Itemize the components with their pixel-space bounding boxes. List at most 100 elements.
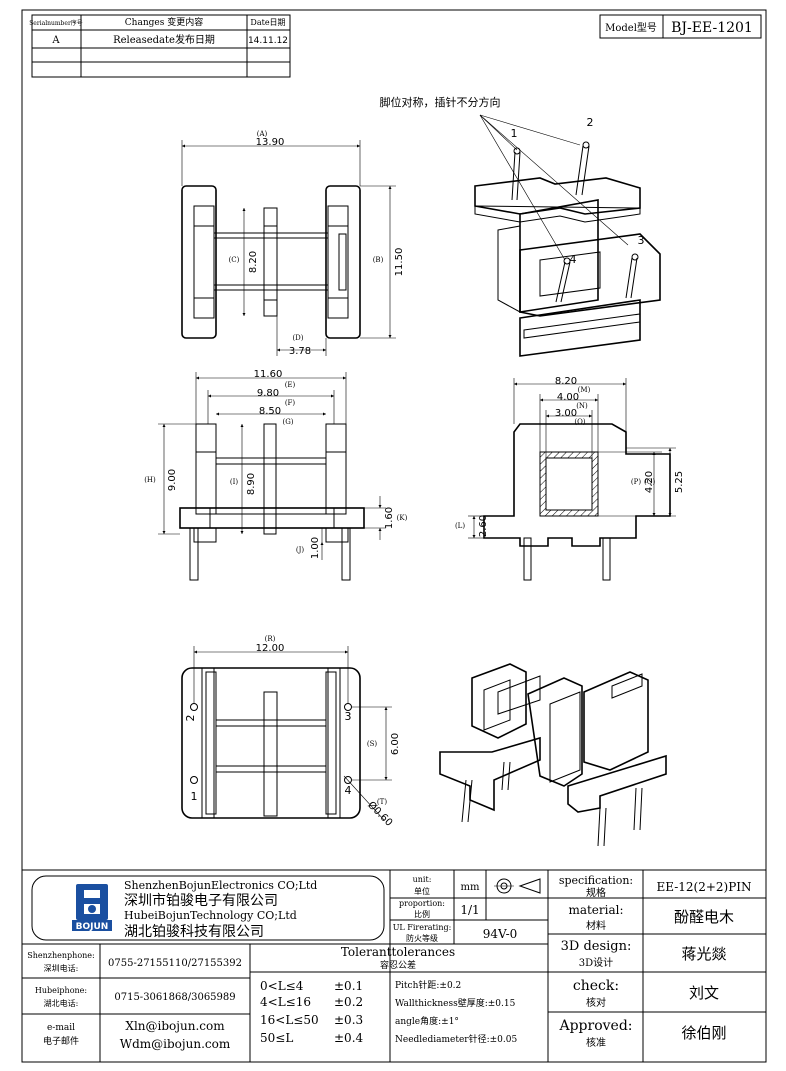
proportion-value: 1/1 xyxy=(460,903,479,917)
dim-5-25-value: 5.25 xyxy=(674,471,685,493)
specification-label: specification: xyxy=(559,874,633,887)
shenzhen-phone-label-cn: 深圳电话: xyxy=(44,963,79,973)
unit-label-cn: 单位 xyxy=(414,886,430,896)
bottom-pin-label-2: 2 xyxy=(184,715,197,722)
bojun-logo-icon xyxy=(72,884,112,931)
dim-T-tag: (T) xyxy=(377,798,387,806)
dim-I-value: 8.90 xyxy=(246,473,257,495)
dim-F-value: 9.80 xyxy=(257,388,279,399)
bottom-pin-label-4: 4 xyxy=(345,784,352,797)
tolerance-range-2: 4<L≤16 xyxy=(260,995,311,1009)
email-value-1: Xln@ibojun.com xyxy=(125,1019,225,1033)
dim-I-tag: (I) xyxy=(230,478,238,486)
company-cn-hubei: 湖北铂骏科技有限公司 xyxy=(124,924,264,940)
changes-row-changes: Releasedate发布日期 xyxy=(113,33,215,46)
design-value: 蒋光燚 xyxy=(681,945,726,963)
changes-header-serial: Serialnumber序号 xyxy=(29,19,83,27)
top-view xyxy=(181,185,361,339)
tolerance-range-1: 0<L≤4 xyxy=(260,979,304,993)
model-value: BJ-EE-1201 xyxy=(671,20,753,36)
dim-E-value: 11.60 xyxy=(254,369,283,380)
dim-A-value: 13.90 xyxy=(256,137,285,148)
dim-N-tag: (N) xyxy=(576,402,588,410)
tolerance-value-3: ±0.3 xyxy=(334,1013,363,1027)
bottom-view xyxy=(181,667,361,819)
title-block xyxy=(21,869,767,1063)
dim-B-value: 11.50 xyxy=(394,248,405,277)
dim-P-tag: (P) xyxy=(631,478,641,486)
wall-tolerance: Wallthickness壁厚度:±0.15 xyxy=(395,997,516,1009)
tolerance-title-cn: 容忍公差 xyxy=(380,959,416,971)
side-view xyxy=(483,423,671,581)
front-view xyxy=(179,423,365,581)
company-en-shenzhen: ShenzhenBojunElectronics CO;Ltd xyxy=(124,879,317,892)
dim-M-tag: (M) xyxy=(578,386,591,394)
email-value-2: Wdm@ibojun.com xyxy=(120,1037,231,1051)
shenzhen-phone-value: 0755-27155110/27155392 xyxy=(108,958,242,969)
model-label: Model型号 xyxy=(605,21,657,34)
iso-view-body xyxy=(439,663,667,847)
dim-A-tag: (A) xyxy=(257,130,268,138)
company-cn-shenzhen: 深圳市铂骏电子有限公司 xyxy=(124,892,278,909)
pitch-tolerance: Pitch针距:±0.2 xyxy=(395,979,461,991)
design-label-cn: 3D设计 xyxy=(579,956,613,969)
dim-S-tag: (S) xyxy=(367,740,378,748)
ul-label: UL Firerating: xyxy=(393,923,452,932)
pin-label-4: 4 xyxy=(570,253,577,266)
tolerance-value-1: ±0.1 xyxy=(334,979,363,993)
dim-L-tag: (L) xyxy=(455,522,465,530)
model-box: Model型号 BJ-EE-1201 xyxy=(599,14,762,39)
unit-label: unit: xyxy=(413,875,432,884)
material-value: 酚醛电木 xyxy=(674,908,734,926)
unit-value: mm xyxy=(461,882,480,893)
front-view-dims: 11.60 (E) 9.80 (F) 8.50 (G) (H) 9.00 (I)… xyxy=(144,369,408,560)
approved-value: 徐伯刚 xyxy=(681,1024,726,1042)
specification-label-cn: 规格 xyxy=(586,886,606,899)
bottom-pin-label-3: 3 xyxy=(345,710,352,723)
dim-O-tag: (O) xyxy=(574,418,585,426)
ul-value: 94V-0 xyxy=(483,927,518,941)
email-label-cn: 电子邮件 xyxy=(43,1035,79,1047)
dim-D-tag: (D) xyxy=(292,334,303,342)
dim-L-value: 2.60 xyxy=(478,515,489,537)
dim-K-tag: (K) xyxy=(397,514,408,522)
approved-label: Approved: xyxy=(558,1018,632,1034)
dim-D-value: 3.78 xyxy=(289,346,311,357)
needle-tolerance: Needlediameter针径:±0.05 xyxy=(395,1033,517,1045)
dim-Q-value: 4.20 xyxy=(644,471,655,493)
dim-N-value: 4.00 xyxy=(557,392,579,403)
logo-text: BOJUN xyxy=(76,922,109,932)
dim-H-value: 9.00 xyxy=(167,469,178,491)
tolerance-range-4: 50≤L xyxy=(260,1031,293,1045)
proportion-label: proportion: xyxy=(399,899,445,908)
material-label-cn: 材料 xyxy=(586,919,606,932)
proportion-label-cn: 比例 xyxy=(414,909,430,919)
approved-label-cn: 核准 xyxy=(586,1036,606,1049)
side-view-dims: 8.20 (M) 4.00 (N) 3.00 (O) (P) (Q) 4.20 … xyxy=(455,376,685,539)
top-view-dims: (A) 13.90 (B) 11.50 (C) 8.20 (D) 3.78 xyxy=(181,130,405,357)
dim-F-tag: (F) xyxy=(285,399,296,407)
material-label: material: xyxy=(568,903,623,917)
projection-symbol-icon xyxy=(494,878,541,894)
pin-note: 脚位对称，插针不分方向 xyxy=(380,95,501,109)
note-leaders xyxy=(479,114,629,261)
dim-E-tag: (E) xyxy=(285,381,296,389)
hubei-phone-value: 0715-3061868/3065989 xyxy=(114,992,235,1003)
dim-J-tag: (J) xyxy=(296,546,305,554)
check-value: 刘文 xyxy=(689,984,719,1002)
dim-B-tag: (B) xyxy=(373,256,384,264)
tolerance-value-2: ±0.2 xyxy=(334,995,363,1009)
changes-row-date: 14.11.12 xyxy=(248,36,288,46)
dim-Q-tag: (Q) xyxy=(644,478,655,486)
angle-tolerance: angle角度:±1° xyxy=(395,1015,459,1027)
dim-C-tag: (C) xyxy=(229,256,240,264)
changes-header-changes: Changes 变更内容 xyxy=(125,16,203,28)
design-label: 3D design: xyxy=(561,939,632,954)
check-label: check: xyxy=(573,978,619,994)
check-label-cn: 核对 xyxy=(586,996,606,1009)
tolerance-range-3: 16<L≤50 xyxy=(260,1013,319,1027)
specification-value: EE-12(2+2)PIN xyxy=(656,880,751,894)
dim-G-tag: (G) xyxy=(282,418,293,426)
bottom-view-dims: (R) 12.00 (S) 6.00 (T) Ø0.60 xyxy=(193,635,401,829)
